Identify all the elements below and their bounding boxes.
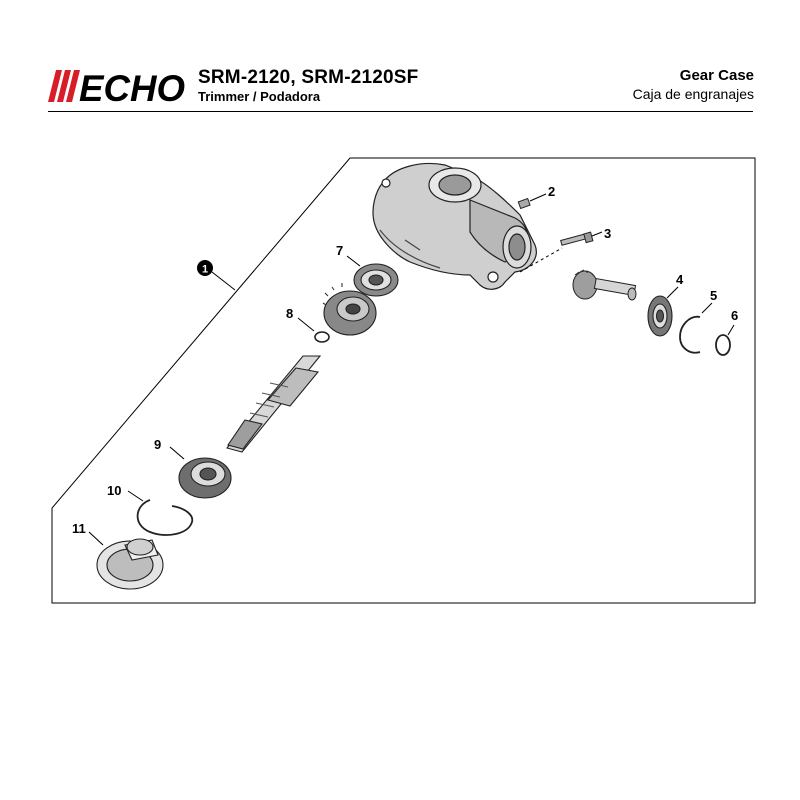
section-title-en: Gear Case <box>679 67 754 84</box>
part-6-washer <box>715 324 735 356</box>
callout-4: 4 <box>676 272 684 287</box>
callout-5: 5 <box>710 288 717 303</box>
svg-text:1: 1 <box>202 264 208 276</box>
header-rule <box>48 111 753 112</box>
part-4-bearing <box>647 286 679 337</box>
assembly-border <box>51 157 756 604</box>
section-title-es: Caja de engranajes <box>632 86 754 102</box>
pinion-gear-shaft <box>572 269 637 301</box>
bevel-gear <box>322 283 377 336</box>
product-subtitle: Trimmer / Podadora <box>198 89 321 104</box>
part-2-screw <box>517 193 547 210</box>
part-11-cover <box>88 531 164 590</box>
callout-11: 11 <box>72 521 86 536</box>
callout-6: 6 <box>731 308 738 323</box>
model-title: SRM-2120, SRM-2120SF <box>198 67 419 88</box>
page-header: ECHO SRM-2120, SRM-2120SF Trimmer / Poda… <box>0 0 800 112</box>
part-9-bearing <box>169 446 232 499</box>
callout-10: 10 <box>107 483 121 498</box>
part-10-snap-ring <box>127 490 194 536</box>
drive-shaft <box>226 355 322 453</box>
echo-logo: ECHO <box>48 68 185 104</box>
logo-text: ECHO <box>79 68 185 104</box>
part-3-bolt <box>519 231 603 273</box>
callout-8: 8 <box>286 306 293 321</box>
callout-9: 9 <box>154 437 161 452</box>
callout-3: 3 <box>604 226 611 241</box>
part-5-snap-ring <box>679 302 713 354</box>
gear-case-housing <box>372 162 537 290</box>
part-7-bearing <box>346 255 399 297</box>
callout-1: 1 <box>197 260 236 291</box>
callout-7: 7 <box>336 243 343 258</box>
callout-2: 2 <box>548 184 555 199</box>
part-8-washer <box>297 317 330 343</box>
